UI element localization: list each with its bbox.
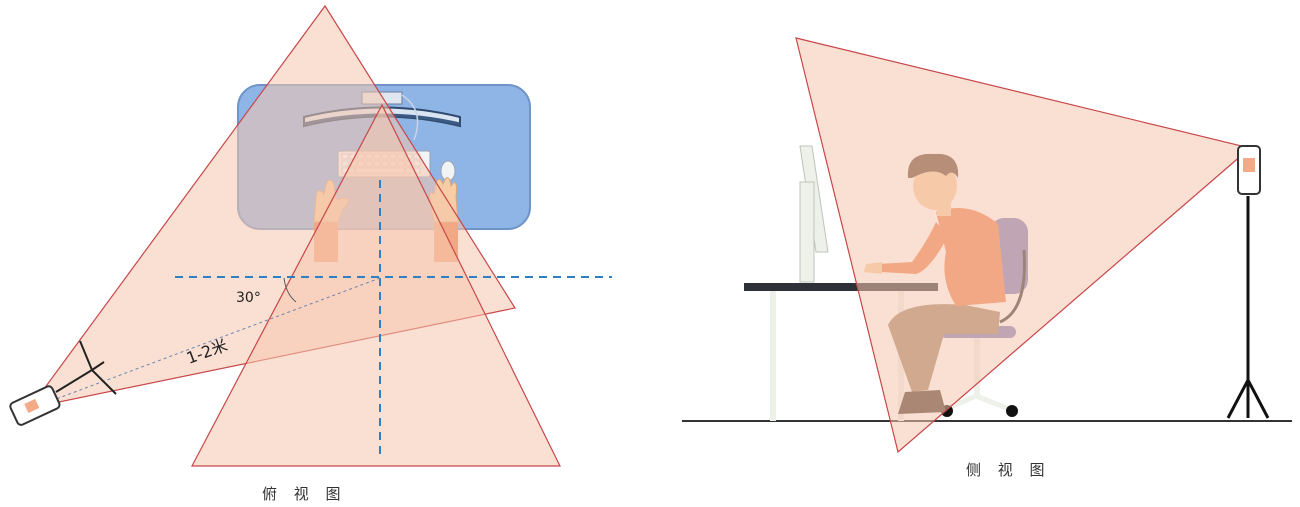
top-view: 30° 1-2米 俯 视 图 xyxy=(9,6,612,503)
monitor-icon xyxy=(800,146,828,282)
phone-camera-icon xyxy=(9,385,61,426)
tripod-icon xyxy=(1228,196,1268,418)
side-fov-cone xyxy=(796,38,1250,452)
top-view-caption: 俯 视 图 xyxy=(262,485,347,503)
side-view: 侧 视 图 xyxy=(682,38,1292,479)
angle-label: 30° xyxy=(236,290,261,306)
side-view-caption: 侧 视 图 xyxy=(966,461,1051,479)
phone-camera-icon xyxy=(1238,146,1260,194)
